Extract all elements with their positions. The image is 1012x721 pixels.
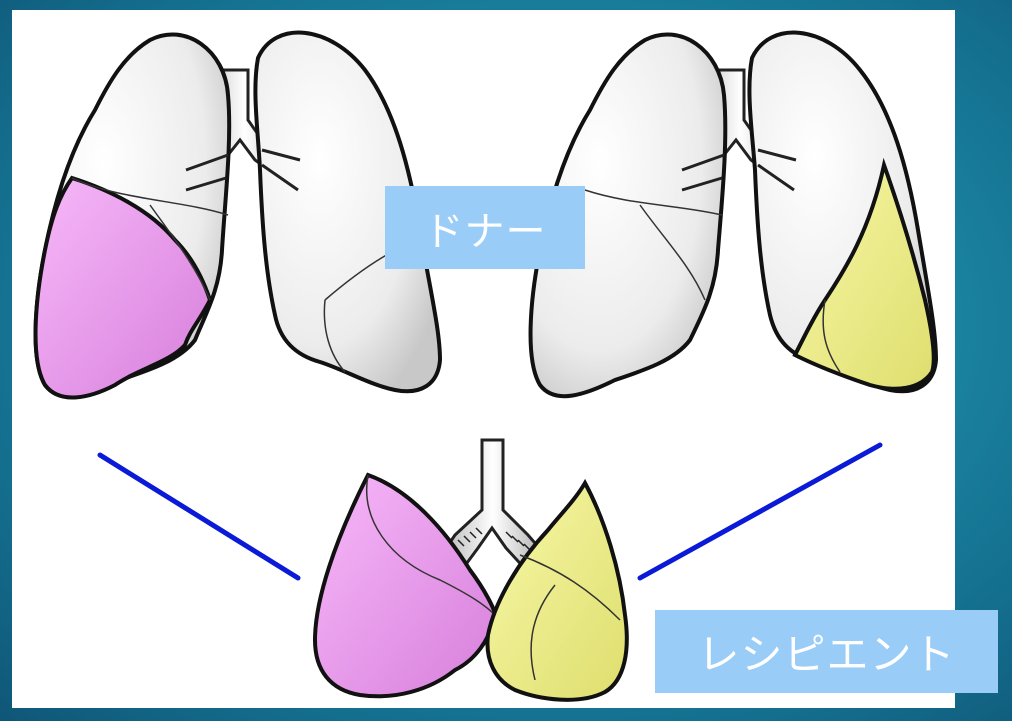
- connector-line-left: [100, 455, 298, 578]
- recipient-pink-lobe: [315, 475, 495, 696]
- donor-label: ドナー: [385, 186, 585, 269]
- connector-line-right: [640, 445, 880, 578]
- donor-lungs-left: [36, 33, 440, 398]
- recipient-label: レシピエント: [655, 610, 998, 693]
- recipient-lungs: [315, 440, 627, 700]
- donor-lungs-right: [531, 33, 936, 397]
